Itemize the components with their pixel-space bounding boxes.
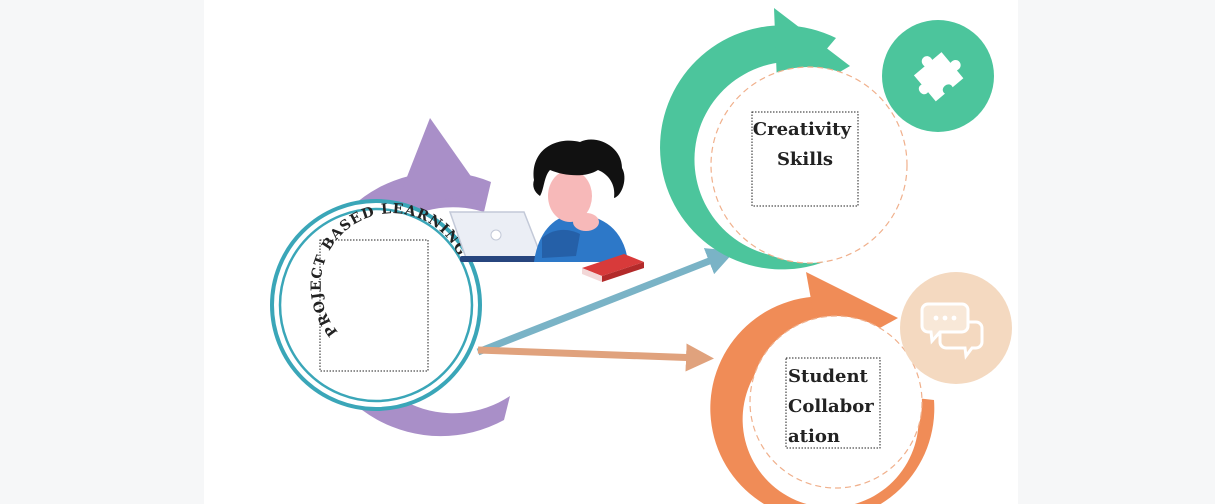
collaboration-textbox xyxy=(785,357,881,449)
connector-to-creativity xyxy=(476,248,736,356)
red-book-pages xyxy=(582,268,602,282)
collaboration-cycle-arrow xyxy=(710,296,935,504)
pbl-cycle-arrow-head xyxy=(394,118,482,210)
collaboration-node: Student Collabor ation xyxy=(710,272,1012,504)
creativity-cycle-arrow xyxy=(660,25,904,270)
svg-text:Creativity Skills: Creativity Skills xyxy=(753,119,857,170)
collaboration-label-line-2: Collabor xyxy=(788,396,874,417)
creativity-textbox xyxy=(751,111,859,207)
boy-studying-illustration xyxy=(448,139,644,282)
collaboration-label-line-1: Student xyxy=(788,366,869,387)
diagram-canvas: PROJECT BASED LEARNING Creativity xyxy=(204,0,1018,504)
connectors xyxy=(476,248,736,372)
boy-hand xyxy=(573,213,599,231)
pbl-textbox xyxy=(319,239,429,372)
laptop-logo xyxy=(490,229,502,241)
red-book xyxy=(582,254,644,276)
red-book-spine xyxy=(602,262,644,282)
connector-to-collaboration xyxy=(477,343,714,372)
svg-text:Student Collabor a: Student Collabor ation xyxy=(788,366,880,447)
pbl-node: PROJECT BASED LEARNING xyxy=(270,118,510,437)
chat-bubbles-icon xyxy=(920,302,984,360)
creativity-label-line-2: Skills xyxy=(777,149,833,170)
creativity-label-line-1: Creativity xyxy=(753,119,852,140)
pbl-inner-ring xyxy=(278,207,474,403)
boy-face xyxy=(548,170,592,222)
creativity-node: Creativity Skills xyxy=(660,8,994,270)
puzzle-icon xyxy=(913,52,964,102)
boy-hair xyxy=(533,139,625,198)
pbl-diagram: PROJECT BASED LEARNING Creativity xyxy=(270,8,1012,504)
collaboration-label-line-3: ation xyxy=(788,426,840,447)
boy-arm xyxy=(542,229,580,258)
